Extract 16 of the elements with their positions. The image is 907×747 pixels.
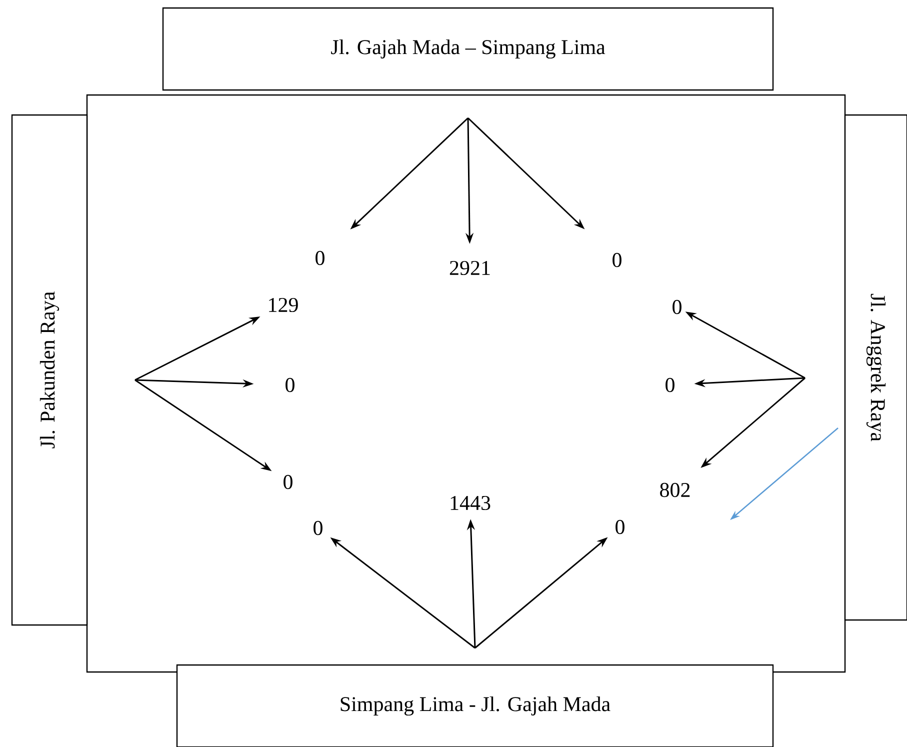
count-number: 1443 bbox=[450, 496, 490, 510]
count-number: 0 bbox=[672, 300, 682, 314]
count-number: 0 bbox=[316, 250, 324, 266]
count-number: 0 bbox=[612, 252, 622, 268]
count-number: 2921 bbox=[450, 260, 490, 276]
count-number: 0 bbox=[666, 378, 674, 392]
count-number: 0 bbox=[616, 520, 624, 534]
count-number: 0 bbox=[314, 520, 322, 536]
count-number: 0 bbox=[284, 474, 292, 490]
count-number: 0 bbox=[286, 378, 294, 392]
road-box: Simpang Lima - Jl. Gajah Mada bbox=[176, 664, 774, 747]
count-number: 129 bbox=[269, 298, 298, 312]
road-box: Jl. Anggrek Raya bbox=[844, 114, 907, 621]
road-box: Jl. Gajah Mada – Simpang Lima bbox=[162, 7, 774, 91]
count-number: 802 bbox=[660, 482, 690, 498]
road-box: Jl. Pakunden Raya bbox=[11, 114, 88, 626]
